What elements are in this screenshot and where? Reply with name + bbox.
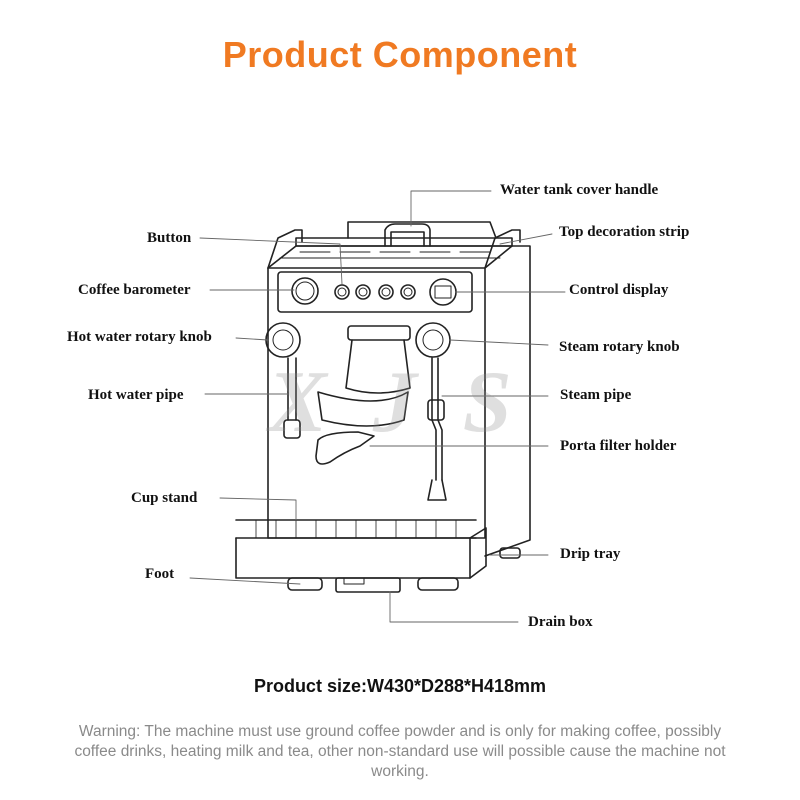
label-cup-stand: Cup stand	[131, 490, 198, 506]
watermark-text: X J S	[268, 354, 524, 451]
drip-head	[317, 391, 409, 427]
button-2	[355, 284, 371, 300]
top-plate	[295, 237, 513, 247]
foot-back	[499, 547, 521, 559]
coffee-barometer-dial	[291, 277, 319, 305]
control-display	[429, 278, 457, 306]
hot-water-pipe	[287, 357, 297, 421]
label-coffee-barometer: Coffee barometer	[78, 282, 191, 298]
top-rail-back	[347, 221, 497, 239]
page-title: Product Component	[222, 34, 578, 75]
label-drain-box: Drain box	[528, 614, 593, 630]
drip-tray	[235, 537, 471, 579]
drain-box	[335, 577, 401, 593]
button-1	[334, 284, 350, 300]
label-hot-water-pipe: Hot water pipe	[88, 387, 184, 403]
label-porta-filter-holder: Porta filter holder	[560, 438, 677, 454]
label-steam-pipe: Steam pipe	[560, 387, 632, 403]
foot-left	[287, 577, 323, 591]
label-control-display: Control display	[569, 282, 669, 298]
group-head-top	[347, 325, 411, 341]
label-drip-tray: Drip tray	[560, 546, 621, 562]
label-hot-water-rotary-knob: Hot water rotary knob	[67, 329, 212, 345]
top-rail-left	[267, 229, 303, 269]
label-top-decoration-strip: Top decoration strip	[559, 224, 690, 240]
product-size: Product size:W430*D288*H418mm	[253, 676, 547, 696]
top-rail-right	[484, 229, 521, 269]
foot-right	[417, 577, 459, 591]
steam-pipe	[431, 357, 443, 481]
button-4	[400, 284, 416, 300]
water-tank-handle	[384, 223, 431, 247]
label-button: Button	[147, 230, 192, 246]
porta-filter-holder	[315, 431, 375, 465]
group-head	[345, 339, 411, 394]
label-foot: Foot	[145, 566, 175, 582]
label-steam-rotary-knob: Steam rotary knob	[559, 339, 680, 355]
label-water-tank-cover-handle: Water tank cover handle	[500, 182, 659, 198]
button-3	[378, 284, 394, 300]
machine-body-side	[484, 245, 531, 557]
machine-body-front	[267, 267, 486, 539]
warning-text: Warning: The machine must use ground cof…	[74, 723, 726, 780]
